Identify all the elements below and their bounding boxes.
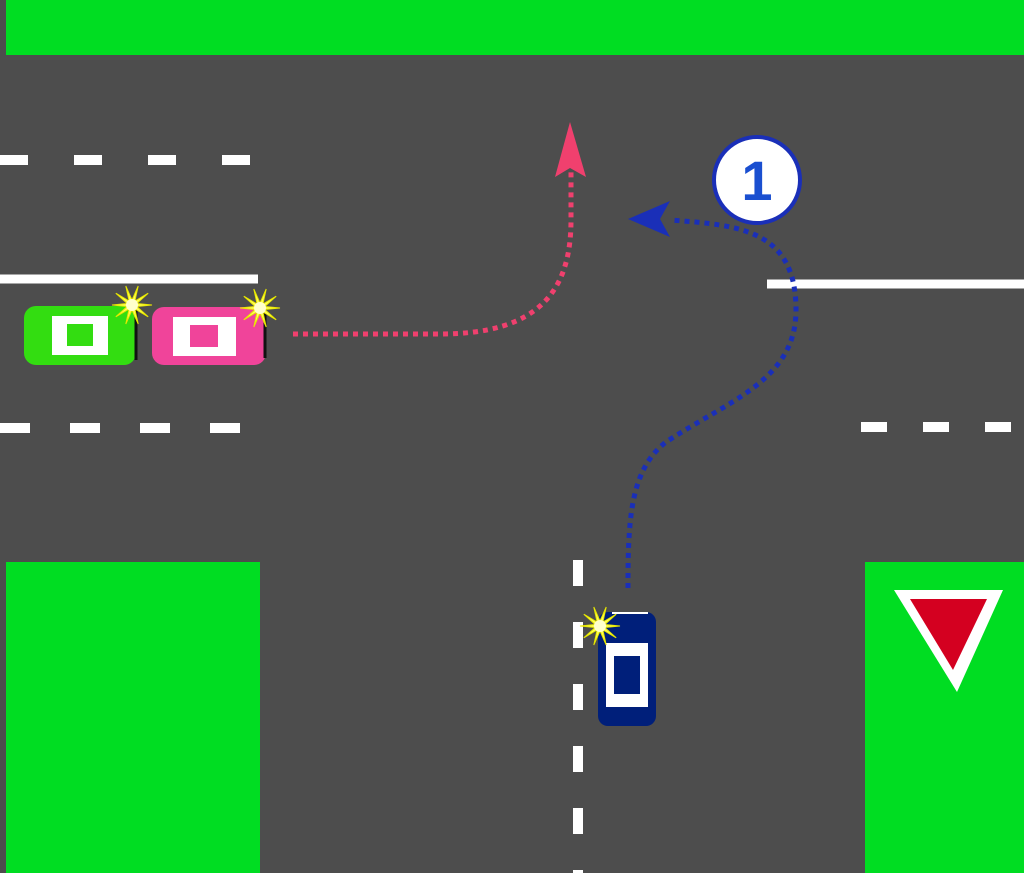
blue-car-path <box>625 201 799 589</box>
green-car <box>24 285 153 365</box>
grass-bottom-left <box>6 562 260 873</box>
grass-top <box>6 0 1024 55</box>
marker-label: 1 <box>741 149 772 212</box>
blue-car <box>579 606 656 726</box>
marker-circle <box>712 135 802 225</box>
road-markings <box>0 155 1024 873</box>
pink-car-roof-inner <box>190 325 218 347</box>
yield-sign-icon <box>894 590 1003 692</box>
blinker-core <box>594 620 606 632</box>
green-car-roof-inner <box>67 324 93 346</box>
pink-car-path <box>293 122 586 337</box>
pink-car <box>152 288 281 365</box>
blue-car-roof-inner <box>614 656 640 694</box>
marker-1: 1 <box>712 135 802 225</box>
pink-path-line <box>293 172 574 337</box>
blue-path-line <box>625 217 799 589</box>
blue-car-blinker-icon <box>579 606 621 646</box>
blue-path-arrow-icon <box>628 201 670 237</box>
pink-car-blinker-icon <box>239 288 281 328</box>
green-car-blinker-icon <box>111 285 153 325</box>
yield-sign-face <box>910 599 987 670</box>
pink-path-arrow-icon <box>555 122 586 177</box>
blinker-core <box>126 299 138 311</box>
blinker-core <box>254 302 266 314</box>
